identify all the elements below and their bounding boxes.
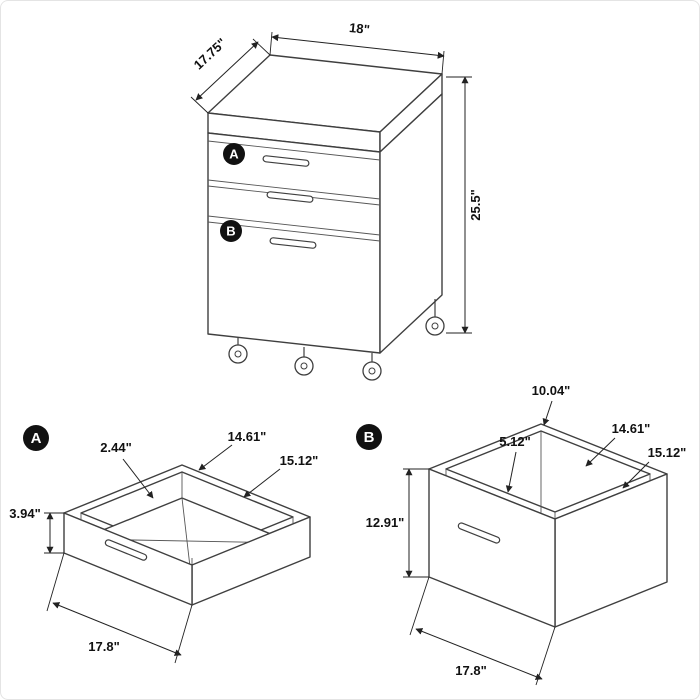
cabinet-side-face: [379, 93, 443, 354]
drawer-b-interior-width-dimension: 15.12": [622, 445, 687, 489]
drawer-a-detail-handle: [104, 539, 148, 561]
drawer-a-front-gap-dim-label: 2.44": [100, 440, 131, 455]
drawer-a-handle: [262, 155, 310, 167]
cabinet-casters: [228, 299, 445, 381]
cabinet-width-dim-label: 18": [348, 20, 370, 37]
drawer-b-height-dimension: 12.91": [366, 468, 429, 578]
cabinet-height-dimension: 25.5": [446, 76, 483, 334]
drawer-b-height-dim-label: 12.91": [366, 515, 405, 530]
drawer-a-interior-width-dimension: 15.12": [243, 453, 319, 498]
cabinet-drawer-b-badge: B: [220, 220, 242, 242]
drawer-b-handle: [269, 237, 317, 249]
drawer-a-front-gap-dimension: 2.44": [100, 440, 154, 499]
drawer-b-badge: B: [356, 424, 382, 450]
drawer-a-interior-depth-dim-label: 14.61": [228, 429, 267, 444]
drawer-b-detail-handle: [457, 522, 501, 544]
cabinet-drawer-a-badge-label: A: [229, 147, 239, 162]
drawer-b-interior-width-dim-label: 15.12": [648, 445, 687, 460]
cabinet-figure: A B 17.75" 18" 25.5": [191, 20, 483, 381]
drawer-b-back-height-dim-label: 10.04": [532, 383, 571, 398]
drawer-b-interior-depth-dim-label: 14.61": [612, 421, 651, 436]
drawer-a-width-dim-label: 17.8": [88, 639, 119, 654]
drawer-a-interior-depth-dimension: 14.61": [198, 429, 267, 471]
drawer-a-height-dimension: 3.94": [9, 506, 64, 554]
cabinet-drawer-b-badge-label: B: [226, 224, 235, 239]
cabinet-height-dim-label: 25.5": [468, 189, 483, 220]
drawer-b-width-dim-label: 17.8": [455, 663, 486, 678]
drawer-b-figure: B 12.91" 17.8" 10.04" 5.12" 14.: [356, 383, 687, 686]
cabinet-drawer-a-badge: A: [223, 143, 245, 165]
drawer-a-badge: A: [23, 425, 49, 451]
drawer-a-badge-label: A: [31, 430, 42, 447]
drawer-middle-handle: [266, 191, 314, 203]
cabinet-width-dimension: 18": [269, 20, 445, 75]
drawer-b-width-dimension: 17.8": [409, 576, 556, 686]
drawer-a-figure: A 3.94" 17.8" 2.44" 14.61" 15.1: [9, 425, 319, 664]
drawer-a-width-dimension: 17.8": [46, 552, 193, 664]
drawer-b-back-height-dimension: 10.04": [532, 383, 571, 426]
drawer-a-height-dim-label: 3.94": [9, 506, 40, 521]
drawer-b-interior-height-dim-label: 5.12": [499, 434, 530, 449]
drawer-b-badge-label: B: [364, 429, 375, 446]
drawer-b-interior-depth-dimension: 14.61": [585, 421, 651, 467]
cabinet-drawer-handles: [262, 155, 317, 249]
cabinet-depth-dim-label: 17.75": [191, 35, 230, 72]
drawer-a-interior-width-dim-label: 15.12": [280, 453, 319, 468]
drawer-b-interior-height-dimension: 5.12": [499, 434, 531, 493]
